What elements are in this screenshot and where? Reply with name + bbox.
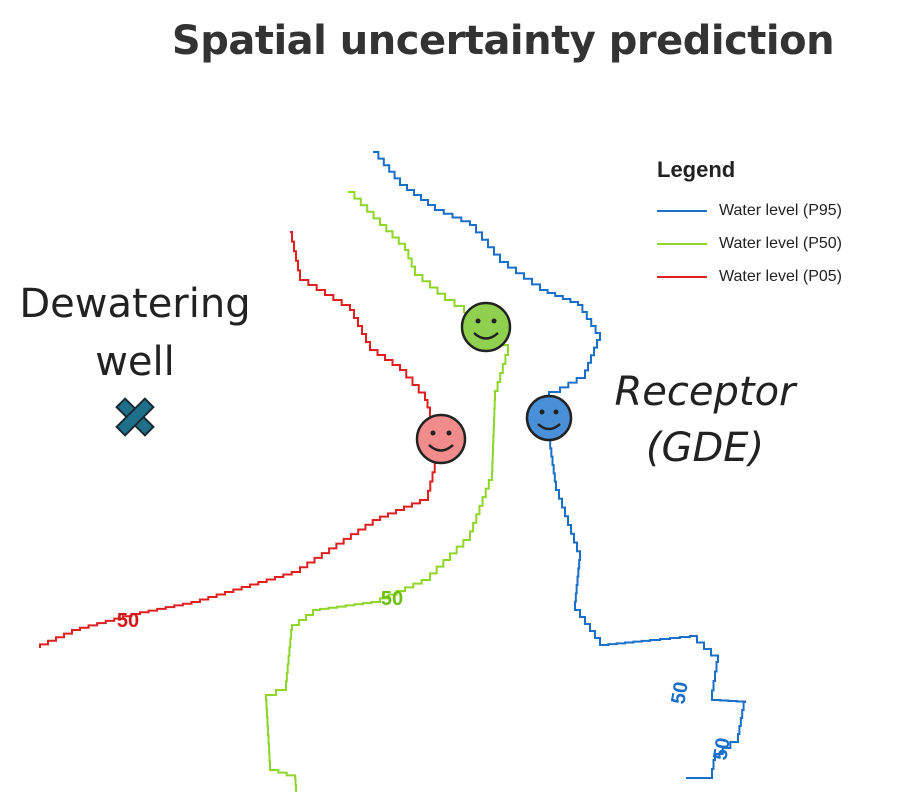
dewatering-well-label: Dewatering well (10, 275, 260, 391)
legend-swatch (657, 243, 707, 245)
dewatering-well-x-icon (115, 397, 155, 437)
smiley-p50-icon (460, 301, 512, 353)
contour-line-p95 (373, 151, 746, 779)
receptor-label: Receptor (GDE) (600, 364, 810, 476)
legend-title: Legend (657, 157, 736, 182)
contour-label-p05: 50 (117, 610, 139, 632)
legend-item-p95: Water level (P95) (657, 202, 842, 220)
contour-label-p50: 50 (381, 588, 403, 610)
well-label-line1: Dewatering (19, 281, 251, 327)
legend-label: Water level (P05) (719, 268, 842, 285)
legend-label: Water level (P50) (719, 235, 842, 252)
smiley-p05-icon (415, 413, 467, 465)
contour-line-p05 (39, 231, 439, 648)
contour-label-p95: 50 (709, 736, 735, 762)
page-title: Spatial uncertainty prediction (171, 18, 835, 64)
smiley-p95-icon (525, 394, 573, 442)
receptor-label-line2: (GDE) (645, 425, 765, 471)
legend-item-p50: Water level (P50) (657, 235, 842, 253)
legend-item-p05: Water level (P05) (657, 268, 842, 286)
well-label-line2: well (95, 339, 175, 385)
contour-line-p50 (265, 191, 509, 792)
receptor-label-line1: Receptor (614, 369, 796, 415)
legend-swatch (657, 276, 707, 278)
legend-swatch (657, 210, 707, 212)
legend-label: Water level (P95) (719, 202, 842, 219)
contour-label-p95: 50 (667, 680, 693, 706)
